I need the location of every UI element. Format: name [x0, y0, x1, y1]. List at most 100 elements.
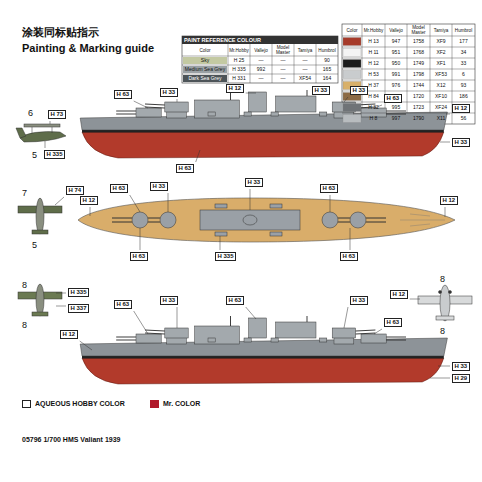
table-cell: H 12	[368, 61, 379, 67]
table-header: Mr.Hobby	[229, 48, 250, 53]
callout-code: H 63	[320, 184, 338, 193]
callout-code: H 12	[60, 330, 78, 339]
table-cell: XF2	[436, 50, 445, 56]
table-cell: 997	[392, 116, 400, 122]
table-cell: 6	[462, 72, 465, 78]
leader-line	[344, 307, 348, 328]
callout-code: H 29	[452, 374, 470, 383]
callout-code: H 33	[160, 88, 178, 97]
table-cell: 165	[323, 67, 331, 73]
leader-line	[330, 195, 331, 212]
table-cell: 951	[392, 50, 400, 56]
color-name: Sky	[201, 58, 209, 64]
callout-code: H 335	[44, 150, 65, 159]
legend-swatch	[150, 400, 159, 408]
leader-line	[440, 142, 450, 143]
leader-line	[410, 299, 420, 300]
legend-text: Mr. COLOR	[163, 400, 200, 408]
leader-line	[140, 228, 141, 250]
leader-line	[168, 193, 169, 212]
aircraft-number: 6	[28, 108, 33, 118]
callout-code: H 12	[452, 104, 470, 113]
table-cell: 1758	[413, 39, 424, 45]
callout-code: H 12	[226, 84, 244, 93]
leader-line	[350, 228, 351, 250]
table-cell: —	[281, 76, 286, 82]
callout-code: H 33	[452, 362, 470, 371]
table-cell: X11	[437, 116, 446, 122]
leader-line	[246, 93, 256, 94]
table-cell: X12	[437, 83, 446, 89]
table-cell: 1798	[413, 72, 424, 78]
table-header: Mr.Hobby	[363, 28, 384, 33]
color-name: Medium Sea Grey	[185, 67, 225, 73]
table-cell: 164	[323, 76, 331, 82]
leader-line	[196, 150, 200, 162]
leader-line	[344, 97, 348, 102]
leader-line	[55, 197, 64, 205]
table-header: Vallejo	[386, 28, 407, 33]
table-cell: 1720	[413, 94, 424, 100]
table-cell: XF24	[435, 105, 447, 111]
table-cell: —	[303, 58, 308, 64]
table-cell: H 32	[368, 105, 379, 111]
callout-code: H 63	[114, 90, 132, 99]
table-cell: H 11	[368, 50, 378, 56]
table-cell: H 331	[232, 76, 245, 82]
table-cell: 1744	[413, 83, 424, 89]
table-cell: 991	[392, 72, 400, 78]
guide-title: Painting & Marking guide	[22, 42, 154, 55]
leader-line	[446, 114, 450, 115]
leader-line	[90, 207, 91, 216]
table-cell: H 25	[234, 58, 245, 64]
leader-line	[134, 101, 148, 108]
table-cell: 976	[392, 83, 400, 89]
table-cell: —	[259, 76, 264, 82]
callout-code: H 33	[245, 178, 263, 187]
table-cell: 1790	[413, 116, 424, 122]
table-header: Humbrol	[453, 28, 474, 33]
table-cell: 33	[461, 61, 467, 67]
table-cell: H 13	[368, 39, 379, 45]
kit-caption: 05796 1/700 HMS Valiant 1939	[22, 436, 120, 444]
table-cell: H 84	[368, 94, 379, 100]
aircraft-number: 8	[440, 326, 445, 336]
leader-line	[56, 293, 66, 294]
table-cell: —	[281, 58, 286, 64]
callout-code: H 33	[350, 296, 368, 305]
callout-code: H 33	[150, 182, 168, 191]
aircraft-number: 8	[440, 274, 445, 284]
leader-line	[438, 366, 450, 367]
leader-line	[134, 311, 148, 334]
leader-line	[250, 189, 251, 210]
table-cell: XF1	[436, 61, 445, 67]
leader-line	[50, 121, 51, 124]
callout-code: H 63	[114, 300, 132, 309]
table-cell: 186	[459, 94, 467, 100]
leader-line	[130, 195, 140, 212]
table-cell: 1768	[413, 50, 424, 56]
aircraft-number: 8	[22, 280, 27, 290]
callout-code: H 74	[66, 186, 84, 195]
table-cell: 995	[392, 105, 400, 111]
table-cell: —	[303, 67, 308, 73]
table-cell: 1749	[413, 61, 424, 67]
leader-line	[445, 207, 446, 217]
callout-code: H 63	[176, 164, 194, 173]
table-header: Color	[195, 48, 216, 53]
callout-code: H 33	[160, 296, 178, 305]
table-cell: 34	[461, 50, 467, 56]
callout-code: H 12	[390, 290, 408, 299]
table-cell: 992	[257, 67, 265, 73]
table-cell: H 53	[368, 72, 379, 78]
table-cell: 56	[461, 116, 467, 122]
table-cell: XF53	[435, 72, 447, 78]
callout-code: H 12	[80, 196, 98, 205]
aircraft-number: 5	[32, 240, 37, 250]
color-name: Dark Sea Grey	[188, 76, 221, 82]
callout-code: H 63	[384, 94, 402, 103]
leader-line	[246, 307, 256, 319]
leader-line	[220, 236, 221, 250]
table-header: Vallejo	[251, 48, 272, 53]
